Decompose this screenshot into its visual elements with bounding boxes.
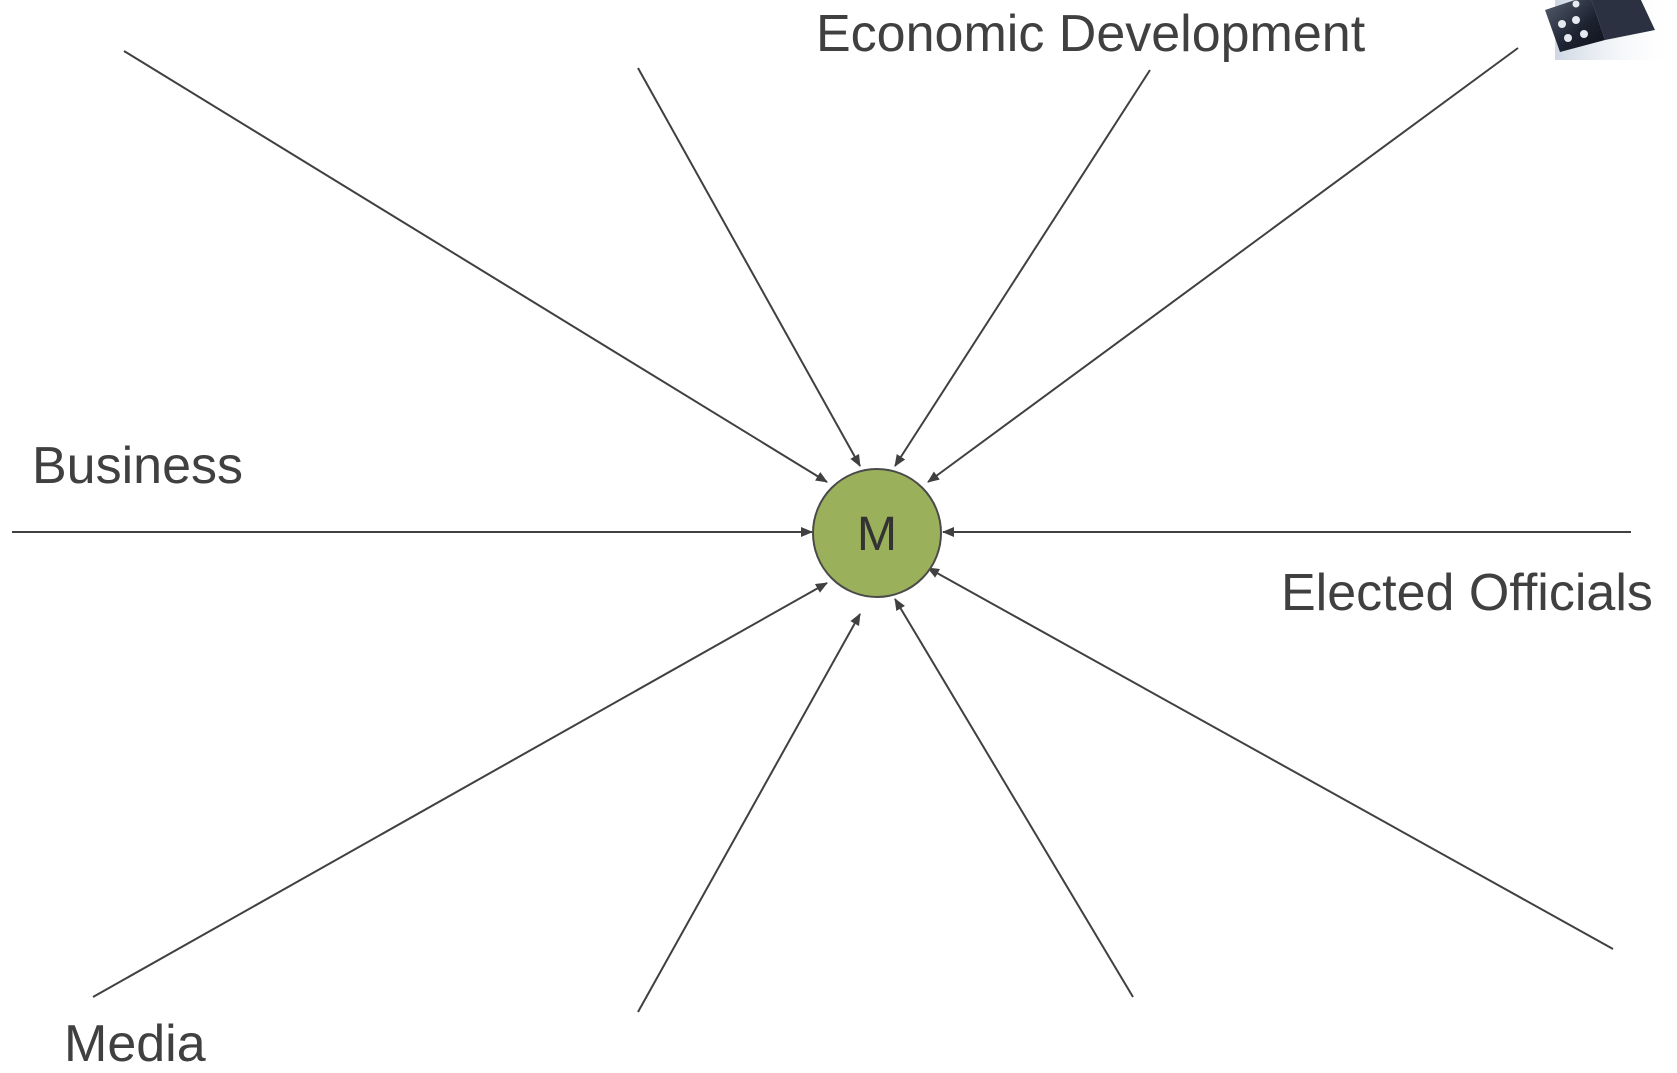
center-label: M [857, 508, 897, 561]
center-node: M [812, 468, 942, 598]
arrow-bottom-right [927, 567, 1614, 950]
elected-officials-label: Elected Officials [1281, 564, 1653, 622]
arrow-top-center-right [894, 69, 1151, 467]
center-circle [812, 468, 942, 598]
business-label: Business [32, 437, 243, 495]
media-label: Media [64, 1015, 206, 1073]
arrow-bottom-center-left [637, 613, 861, 1013]
arrow-top-right [927, 47, 1519, 483]
economic-development-label: Economic Development [816, 5, 1366, 63]
arrow-top-center-left [637, 67, 861, 467]
arrow-top-left [123, 50, 828, 483]
arrow-bottom-center-right [894, 598, 1134, 998]
dice-image [1545, 0, 1677, 60]
arrows-group [12, 47, 1631, 1013]
arrow-bottom-left [92, 582, 828, 998]
